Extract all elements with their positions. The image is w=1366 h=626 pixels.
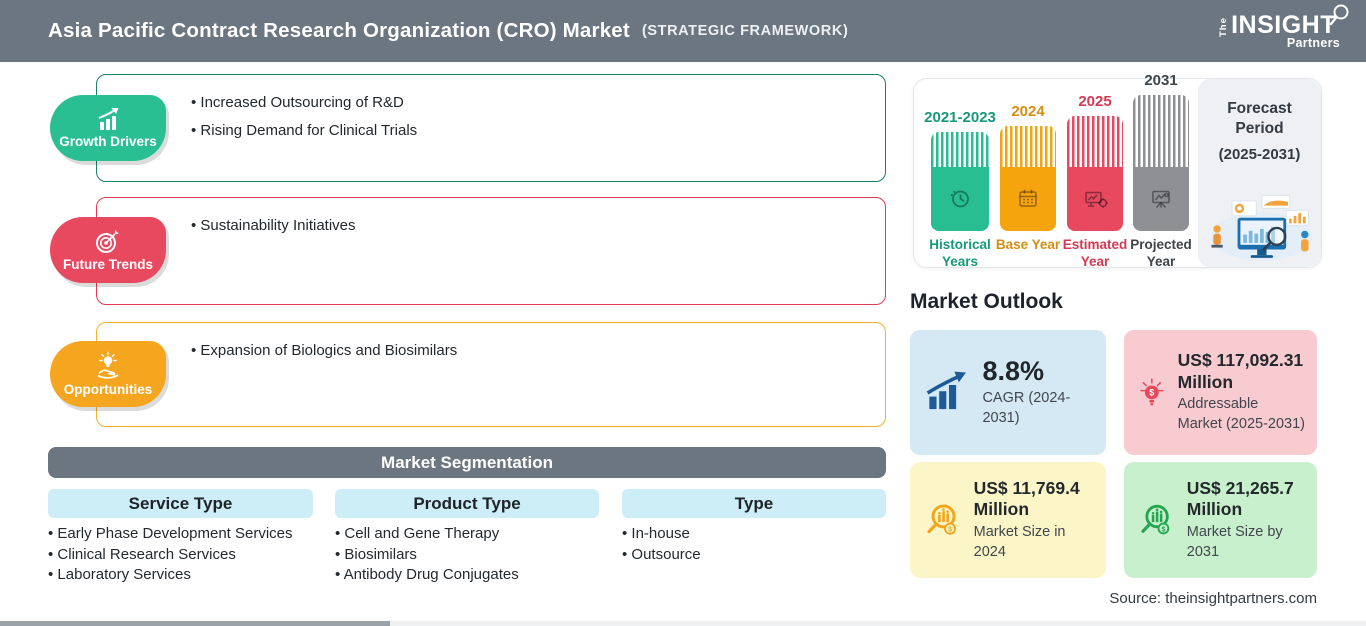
market-size-2031-label: Market Size by 2031	[1186, 523, 1283, 560]
growth-drivers-badge: Growth Drivers	[50, 95, 166, 161]
growth-arrow-chart-icon	[926, 371, 966, 409]
forecast-timeline-card: 2021-2023 Historical Years 2024 Base Yea…	[913, 72, 1322, 269]
growth-chart-icon	[98, 108, 119, 130]
opportunities-box: Expansion of Biologics and Biosimilars	[96, 322, 886, 427]
insight-partners-logo: The INSIGHT Partners	[1218, 4, 1349, 50]
market-size-2031-value: US$ 21,265.7 Million	[1186, 477, 1294, 520]
source-attribution: Source: theinsightpartners.com	[1109, 590, 1317, 607]
growth-drivers-box: Increased Outsourcing of R&D Rising Dema…	[96, 74, 886, 182]
badge-label: Growth Drivers	[59, 134, 157, 149]
magnifier-chart-icon: $	[1141, 504, 1170, 535]
header-bar: Asia Pacific Contract Research Organizat…	[0, 0, 1366, 62]
forecast-period-range: (2025-2031)	[1218, 146, 1301, 164]
market-size-2031-card: $ US$ 21,265.7 Million Market Size by 20…	[1124, 462, 1317, 578]
horizontal-scrollbar-track[interactable]	[0, 621, 1366, 626]
market-segmentation-title: Market Segmentation	[381, 452, 553, 472]
timeline-bar-base: 2024 Base Year	[996, 103, 1060, 252]
service-type-list: Early Phase Development Services Clinica…	[48, 524, 293, 586]
list-item: Rising Demand for Clinical Trials	[191, 121, 865, 141]
bar-label: Historical Years	[929, 237, 991, 269]
bar-label: Base Year	[995, 237, 1061, 252]
page-title: Asia Pacific Contract Research Organizat…	[48, 19, 630, 42]
bar-year-label: 2031	[1144, 72, 1178, 89]
list-item: Expansion of Biologics and Biosimilars	[191, 341, 865, 361]
cagr-card: 8.8% CAGR (2024-2031)	[910, 330, 1106, 455]
list-item: In-house	[622, 524, 701, 545]
product-type-list: Cell and Gene Therapy Biosimilars Antibo…	[335, 524, 519, 586]
list-item: Cell and Gene Therapy	[335, 524, 519, 545]
list-item: Outsource	[622, 545, 700, 566]
calendar-icon	[1019, 189, 1037, 207]
bar-year-label: 2021-2023	[924, 109, 996, 126]
projection-screen-icon	[1152, 190, 1170, 209]
list-item: Early Phase Development Services	[48, 524, 292, 545]
timeline-bar-estimated: 2025 Estimated Year	[1063, 93, 1128, 269]
cagr-value: 8.8%	[982, 355, 1044, 386]
segment-header-type: Type	[622, 489, 886, 518]
bar-year-label: 2024	[1011, 103, 1045, 120]
magnifier-chart-icon: $	[927, 504, 957, 535]
future-trends-list: Sustainability Initiatives	[97, 198, 885, 236]
growth-drivers-list: Increased Outsourcing of R&D Rising Dema…	[97, 75, 885, 141]
hand-lightbulb-icon	[97, 351, 119, 379]
analytics-illustration	[1210, 194, 1312, 261]
badge-label: Future Trends	[62, 257, 153, 272]
market-segmentation-bar: Market Segmentation	[48, 447, 886, 478]
list-item: Biosimilars	[335, 545, 519, 566]
future-trends-badge: Future Trends	[50, 217, 166, 283]
timeline-bar-projected: 2031 Projected Year	[1130, 72, 1192, 269]
list-item: Laboratory Services	[48, 565, 293, 586]
cagr-label: CAGR (2024-2031)	[982, 389, 1071, 426]
target-dart-icon	[96, 230, 119, 253]
list-item: Antibody Drug Conjugates	[335, 565, 519, 586]
segment-header-product-type: Product Type	[335, 489, 599, 518]
addressable-market-card: $ US$ 117,092.31 Million Addressable Mar…	[1124, 330, 1317, 455]
opportunities-list: Expansion of Biologics and Biosimilars	[97, 323, 885, 361]
bar-label: Projected Year	[1130, 237, 1192, 269]
type-list: In-house Outsource	[622, 524, 701, 566]
opportunities-badge: Opportunities	[50, 341, 166, 407]
analytics-monitor-icon	[1084, 191, 1108, 208]
framework-tag: (STRATEGIC FRAMEWORK)	[641, 23, 849, 39]
logo-insight-text: INSIGHT	[1231, 10, 1336, 39]
bar-year-label: 2025	[1078, 93, 1112, 110]
list-item: Sustainability Initiatives	[191, 216, 865, 236]
clock-icon	[950, 190, 969, 208]
svg-text:$: $	[1161, 526, 1165, 533]
market-size-2024-label: Market Size in 2024	[973, 523, 1066, 560]
list-item: Increased Outsourcing of R&D	[191, 93, 865, 113]
market-size-2024-card: $ US$ 11,769.4 Million Market Size in 20…	[910, 462, 1106, 578]
market-outlook-title: Market Outlook	[910, 290, 1063, 313]
segment-header-service-type: Service Type	[48, 489, 313, 518]
list-item: Clinical Research Services	[48, 545, 293, 566]
addressable-market-value: US$ 117,092.31 Million	[1177, 350, 1304, 392]
forecast-period-title: Forecast Period	[1227, 100, 1292, 138]
svg-text:$: $	[1149, 387, 1154, 397]
bar-label: Estimated Year	[1062, 237, 1128, 269]
timeline-bar-historical: 2021-2023 Historical Years	[924, 109, 996, 269]
forecast-period-panel: Forecast Period (2025-2031)	[1198, 79, 1321, 267]
logo-the-text: The	[1218, 16, 1230, 37]
addressable-market-label: Addressable Market (2025-2031)	[1177, 396, 1305, 433]
badge-label: Opportunities	[63, 382, 153, 397]
dollar-bulb-icon: $	[1140, 377, 1164, 405]
svg-text:$: $	[948, 525, 952, 534]
magnifier-icon	[1329, 4, 1349, 25]
horizontal-scrollbar-thumb[interactable]	[0, 621, 390, 626]
future-trends-box: Sustainability Initiatives	[96, 197, 886, 305]
market-size-2024-value: US$ 11,769.4 Million	[973, 477, 1080, 520]
logo-partners-text: Partners	[1286, 35, 1340, 50]
